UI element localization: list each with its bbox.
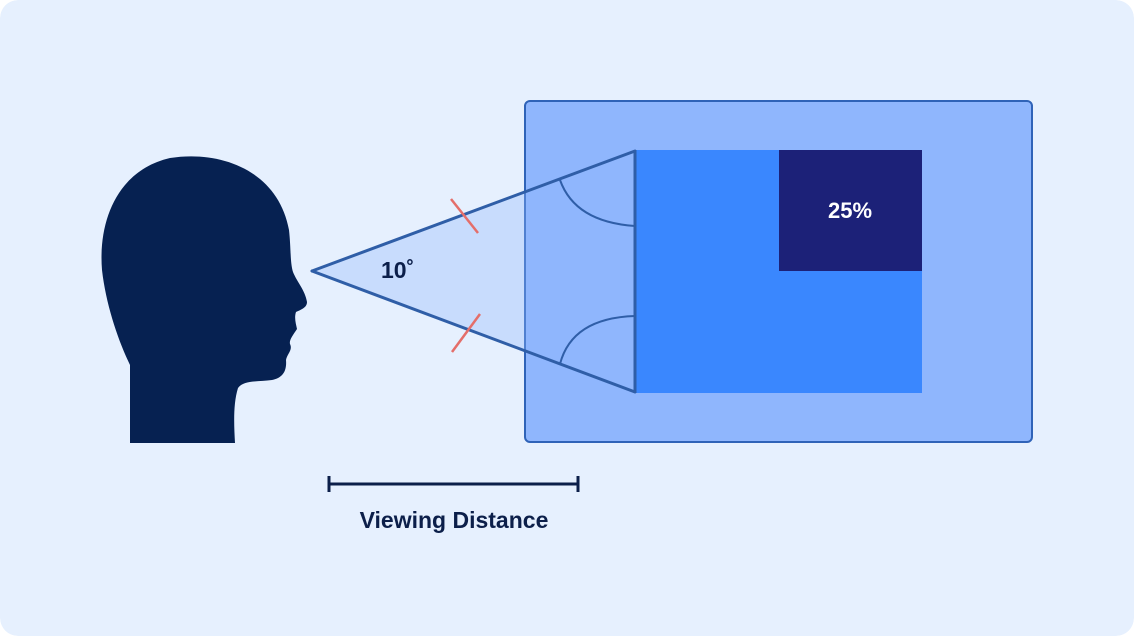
lower-angle-arc xyxy=(559,315,636,365)
cone-upper-line xyxy=(310,149,637,273)
angle-label: 10˚ xyxy=(381,257,414,283)
human-head-silhouette-icon xyxy=(101,156,307,443)
cone-lower-line xyxy=(310,269,637,394)
lower-tick-mark xyxy=(450,313,482,353)
highlight-region xyxy=(779,150,922,271)
percentage-label: 25% xyxy=(828,198,872,223)
upper-tick-mark xyxy=(450,198,479,234)
viewing-distance-label: Viewing Distance xyxy=(360,507,549,533)
viewing-cone-fill xyxy=(312,150,635,393)
upper-angle-arc xyxy=(559,179,636,227)
